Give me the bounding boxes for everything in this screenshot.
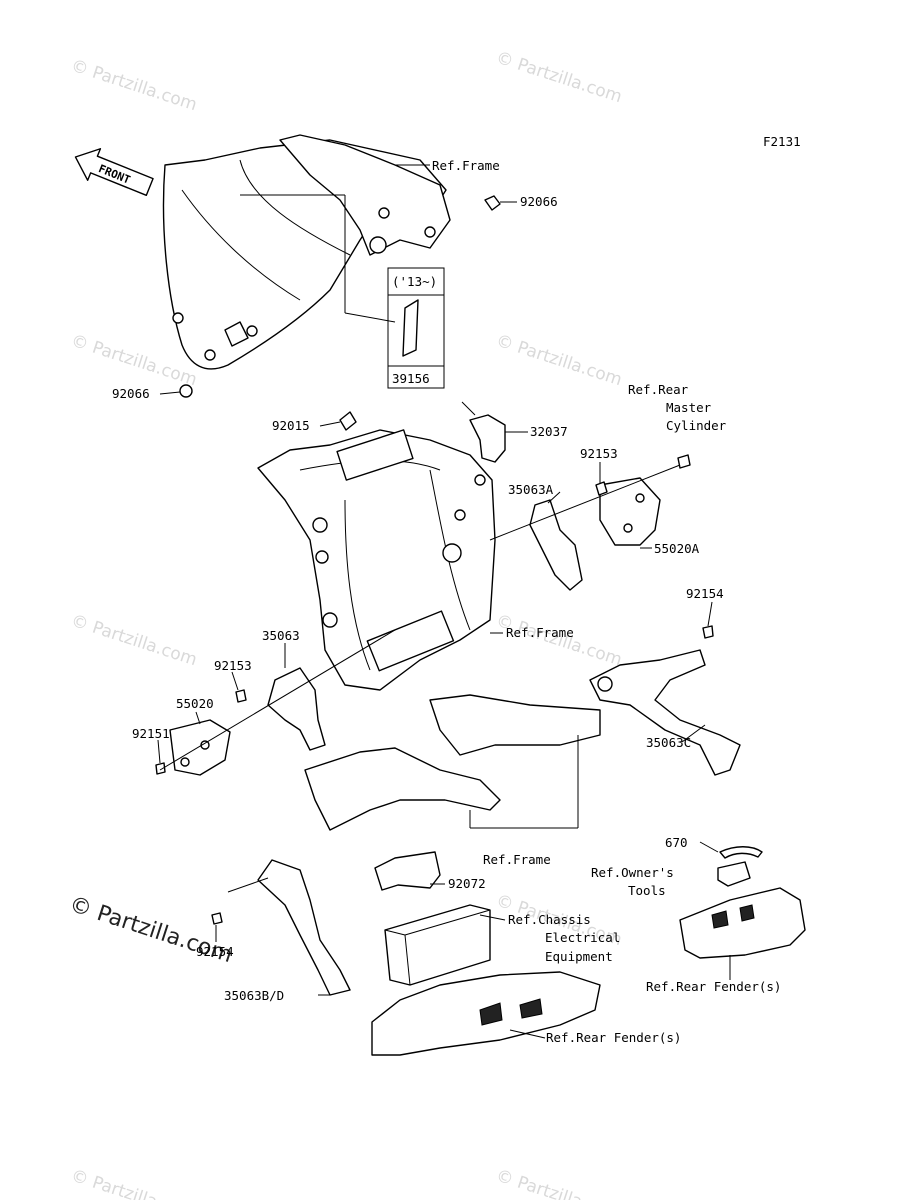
watermark: © Partzilla.com bbox=[68, 1166, 199, 1200]
middle-frame-drawing bbox=[257, 411, 496, 691]
label-ref-frame-low: Ref.Frame bbox=[483, 852, 551, 867]
label-35063c: 35063C bbox=[646, 735, 691, 750]
owners-tools bbox=[717, 861, 751, 887]
label-92066-b: 92066 bbox=[112, 386, 150, 401]
watermark: © Partzilla.com bbox=[493, 331, 624, 391]
label-35063bd: 35063B/D bbox=[224, 988, 284, 1003]
label-92153-b: 92153 bbox=[214, 658, 252, 673]
decal-39156 bbox=[402, 299, 419, 357]
diagram-code: F2131 bbox=[763, 134, 801, 149]
label-35063a: 35063A bbox=[508, 482, 554, 497]
bracket-35063bd bbox=[211, 859, 351, 996]
label-ref-frame-mid: Ref.Frame bbox=[506, 625, 574, 640]
label-32037: 32037 bbox=[530, 424, 568, 439]
watermark: © Partzilla.com bbox=[68, 56, 199, 116]
grommet-92066-b bbox=[179, 384, 193, 398]
label-92066-a: 92066 bbox=[520, 194, 558, 209]
label-ref-owners-2: Tools bbox=[628, 883, 666, 898]
battery-assembly bbox=[374, 851, 491, 986]
label-ref-rear-master-3: Cylinder bbox=[666, 418, 727, 433]
label-ref-rear-fender-right: Ref.Rear Fender(s) bbox=[646, 979, 781, 994]
label-92015: 92015 bbox=[272, 418, 310, 433]
label-670: 670 bbox=[665, 835, 688, 850]
watermark: © Partzilla.com bbox=[493, 1166, 624, 1200]
label-55020a: 55020A bbox=[654, 541, 700, 556]
rear-fender-lower bbox=[371, 971, 601, 1056]
watermark: © Partzilla.com bbox=[493, 48, 624, 108]
switch-32037 bbox=[461, 401, 506, 463]
label-55020: 55020 bbox=[176, 696, 214, 711]
watermark: © Partzilla.com bbox=[68, 611, 199, 671]
label-ref-chassis: Ref.Chassis bbox=[508, 912, 591, 927]
leader-lines bbox=[157, 164, 731, 1039]
footpeg-bracket-right bbox=[489, 454, 691, 591]
strap-670 bbox=[719, 846, 763, 859]
label-92151: 92151 bbox=[132, 726, 170, 741]
label-ref-chassis-2: Electrical bbox=[545, 930, 620, 945]
label-92072: 92072 bbox=[448, 876, 486, 891]
bracket-35063c bbox=[589, 625, 741, 776]
label-92153-a: 92153 bbox=[580, 446, 618, 461]
decal-box bbox=[387, 267, 445, 389]
footpeg-bracket-left bbox=[155, 629, 396, 776]
watermark: © Partzilla.com bbox=[493, 611, 624, 671]
upper-frame-drawing bbox=[162, 134, 501, 398]
fitting-92015 bbox=[339, 411, 357, 431]
label-92154-a: 92154 bbox=[686, 586, 724, 601]
front-arrow-icon: FRONT bbox=[74, 148, 154, 197]
label-92154-b: 92154 bbox=[196, 944, 234, 959]
label-35063: 35063 bbox=[262, 628, 300, 643]
label-ref-rear-master: Ref.Rear bbox=[628, 382, 689, 397]
label-decal-year: ('13~) bbox=[392, 274, 437, 289]
label-39156: 39156 bbox=[392, 371, 430, 386]
part-labels: Ref.Frame 92066 ('13~) 39156 92066 Ref.R… bbox=[112, 158, 781, 1045]
label-ref-rear-fender-bottom: Ref.Rear Fender(s) bbox=[546, 1030, 681, 1045]
rear-fender-right bbox=[679, 846, 806, 959]
grommet-92066-a bbox=[484, 195, 501, 211]
frame-lower-pieces bbox=[304, 694, 601, 831]
label-ref-owners: Ref.Owner's bbox=[591, 865, 674, 880]
label-ref-chassis-3: Equipment bbox=[545, 949, 613, 964]
label-ref-frame-top: Ref.Frame bbox=[432, 158, 500, 173]
label-ref-rear-master-2: Master bbox=[666, 400, 712, 415]
